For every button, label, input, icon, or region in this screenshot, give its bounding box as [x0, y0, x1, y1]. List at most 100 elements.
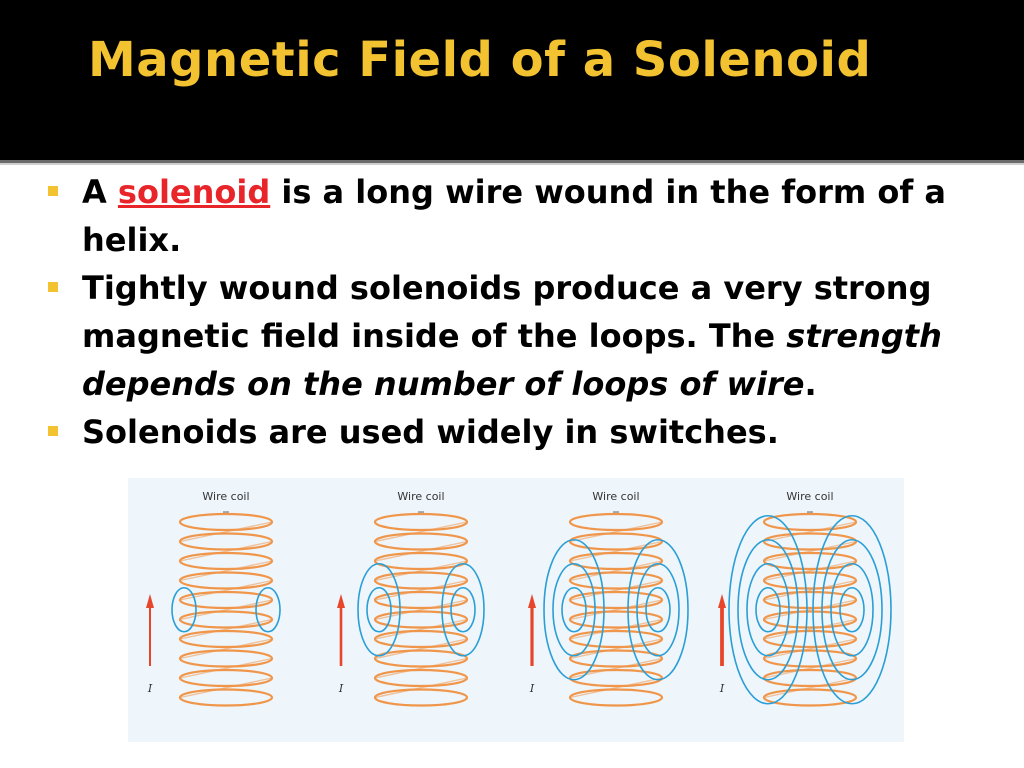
coil-wire	[374, 657, 468, 679]
coil-wire	[569, 521, 663, 543]
title-bar	[0, 0, 1024, 160]
coil-loop	[178, 571, 274, 590]
coil-wire	[179, 599, 273, 621]
coil-loop	[762, 629, 858, 649]
bullet-text: A	[82, 173, 118, 211]
arrow-head-icon	[528, 594, 536, 608]
coil-wire	[763, 540, 857, 562]
coil-wire	[569, 599, 663, 621]
coil-wire	[179, 638, 273, 660]
field-line	[255, 586, 281, 633]
coil-loop	[762, 532, 858, 551]
coil-loop	[762, 590, 858, 610]
coil-loop	[373, 610, 469, 629]
field-line	[450, 586, 476, 633]
coil-wire	[763, 638, 857, 660]
bullet-list: A solenoid is a long wire wound in the f…	[48, 168, 998, 456]
bullet-square-icon	[48, 282, 58, 292]
field-line	[627, 538, 689, 681]
field-line	[755, 586, 781, 633]
coil-loop	[762, 688, 858, 707]
coil-loop	[762, 551, 858, 571]
coil-loop	[568, 629, 664, 649]
field-line	[839, 586, 865, 633]
coil-wire	[763, 599, 857, 621]
coil-wire	[374, 599, 468, 621]
bullet-square-icon	[48, 426, 58, 436]
coil-wire	[569, 677, 663, 699]
coil-loop	[373, 649, 469, 668]
wire-coil-label: Wire coil	[786, 490, 833, 503]
bullet-text: Solenoids are used widely in switches.	[82, 413, 779, 451]
field-line	[645, 586, 671, 633]
current-label: I	[719, 682, 725, 695]
bullet-square-icon	[48, 186, 58, 196]
coil-loop	[373, 532, 469, 551]
coil-loop	[373, 590, 469, 610]
coil-wire	[374, 540, 468, 562]
bullet-text: is a long wire wound in the form of a he…	[82, 173, 946, 259]
coil-wire	[374, 638, 468, 660]
field-line	[728, 514, 808, 705]
arrow-head-icon	[337, 594, 345, 608]
current-label: I	[529, 682, 535, 695]
bullet-text: .	[804, 365, 817, 403]
coil-wire	[763, 618, 857, 640]
coil-loop	[178, 551, 274, 571]
coil-wire	[179, 540, 273, 562]
coil-loop	[568, 668, 664, 688]
coil-wire	[374, 677, 468, 699]
coil-loop	[568, 688, 664, 707]
bullet-emphasis: strength depends on the number of loops …	[82, 317, 942, 403]
title-divider-highlight	[0, 163, 1024, 165]
field-line	[821, 538, 883, 681]
coil-wire	[569, 560, 663, 582]
coil-loop	[373, 629, 469, 649]
coil-wire	[374, 618, 468, 640]
bullet-item: Solenoids are used widely in switches.	[48, 408, 998, 456]
wire-coil-label: Wire coil	[202, 490, 249, 503]
bullet-item: Tightly wound solenoids produce a very s…	[48, 264, 998, 408]
coil-loop	[373, 512, 469, 532]
coil-wire	[569, 618, 663, 640]
coil-loop	[762, 571, 858, 590]
field-line	[737, 538, 799, 681]
coil-loop	[568, 590, 664, 610]
field-line	[171, 586, 197, 633]
coil-loop	[568, 610, 664, 629]
field-line	[812, 514, 892, 705]
coil-wire	[569, 657, 663, 679]
coil-loop	[178, 590, 274, 610]
coil-wire	[374, 579, 468, 601]
coil-loop	[178, 512, 274, 532]
field-line	[366, 586, 392, 633]
coil-loop	[568, 532, 664, 551]
arrow-head-icon	[718, 594, 726, 608]
coil-loop	[178, 668, 274, 688]
field-line	[636, 562, 680, 657]
current-label: I	[147, 682, 153, 695]
coil-loop	[762, 610, 858, 629]
coil-loop	[568, 571, 664, 590]
coil-loop	[178, 532, 274, 551]
coil-wire	[569, 638, 663, 660]
coil-loop	[178, 649, 274, 668]
bullet-text: Tightly wound solenoids produce a very s…	[82, 269, 932, 355]
coil-loop	[178, 610, 274, 629]
coil-wire	[763, 657, 857, 679]
field-line	[543, 538, 605, 681]
coil-loop	[178, 629, 274, 649]
wire-coil-label: Wire coil	[592, 490, 639, 503]
solenoid-link[interactable]: solenoid	[117, 173, 271, 211]
current-label: I	[338, 682, 344, 695]
coil-wire	[763, 560, 857, 582]
coil-wire	[179, 618, 273, 640]
coil-loop	[373, 688, 469, 707]
field-line	[830, 562, 874, 657]
coil-loop	[762, 649, 858, 668]
slide-title: Magnetic Field of a Solenoid	[88, 32, 872, 88]
coil-wire	[569, 579, 663, 601]
field-line	[561, 586, 587, 633]
